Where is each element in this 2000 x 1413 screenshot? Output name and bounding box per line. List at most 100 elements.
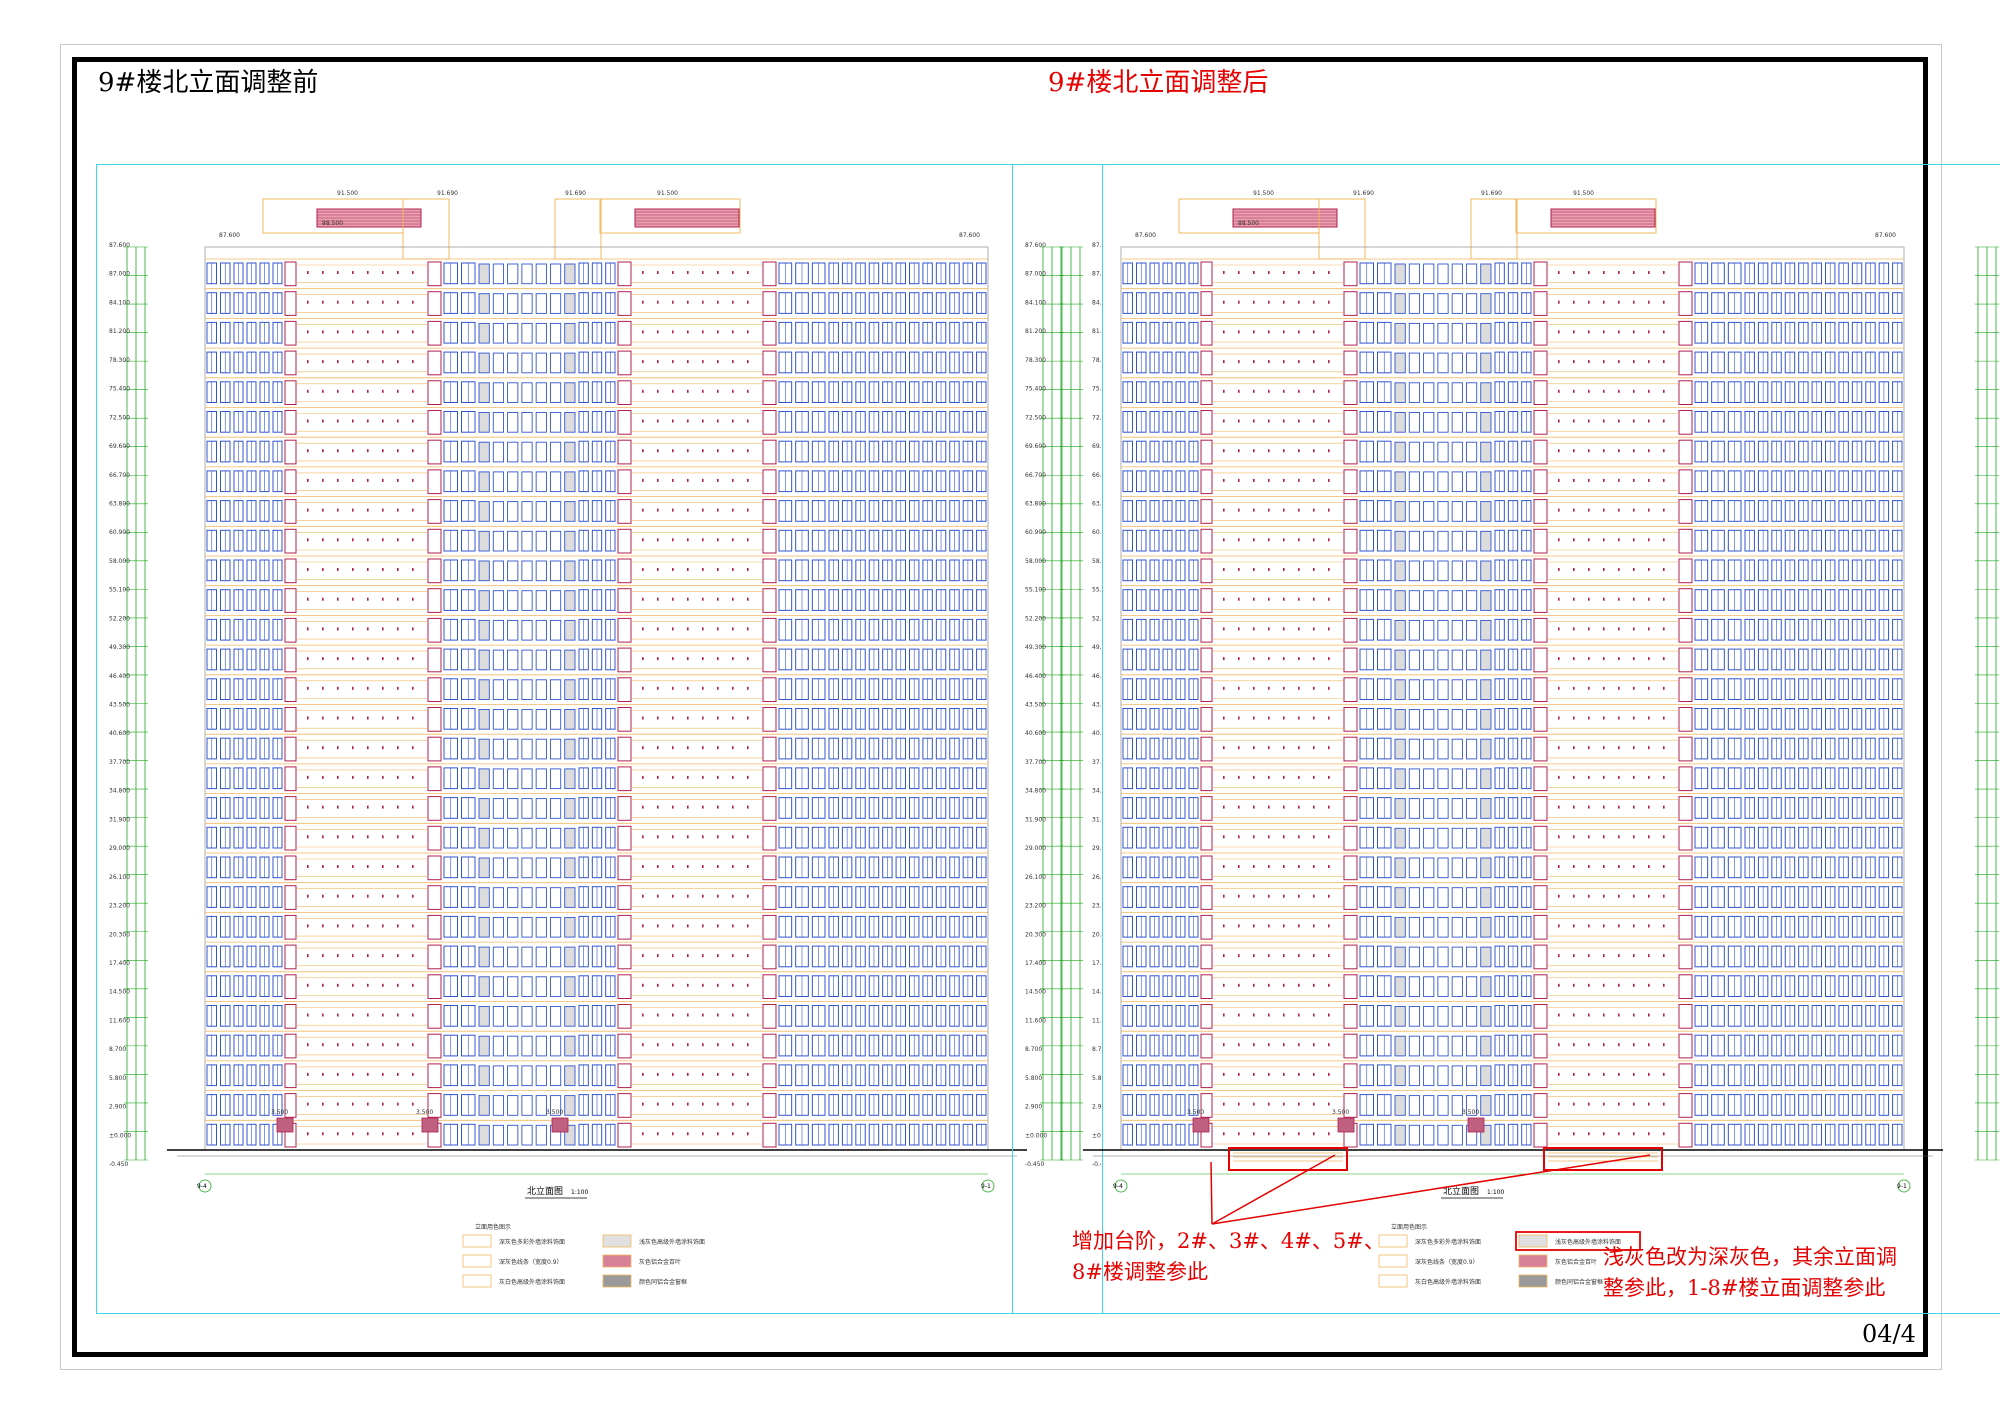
window bbox=[1480, 619, 1492, 641]
balcony-post bbox=[657, 478, 659, 482]
entrance-canopy bbox=[421, 1117, 439, 1133]
window bbox=[564, 738, 576, 760]
level-label: 17.400 bbox=[1092, 960, 1101, 967]
balcony-post bbox=[1313, 983, 1315, 987]
balcony-post bbox=[642, 835, 644, 839]
balcony-post bbox=[1588, 389, 1590, 393]
window bbox=[1408, 976, 1421, 997]
balcony-post bbox=[732, 686, 734, 690]
window bbox=[1408, 530, 1421, 552]
balcony-post bbox=[1648, 1013, 1650, 1017]
balcony-post bbox=[687, 271, 689, 274]
balcony-post bbox=[732, 597, 734, 601]
balcony-post bbox=[1663, 983, 1665, 987]
window bbox=[1423, 530, 1435, 552]
column-panel bbox=[1200, 380, 1213, 406]
window bbox=[949, 648, 960, 671]
window bbox=[521, 293, 533, 314]
roof-parapet bbox=[1515, 198, 1657, 234]
window bbox=[778, 648, 793, 671]
balcony-post bbox=[1283, 389, 1285, 393]
balcony-post bbox=[367, 538, 369, 542]
balcony-post bbox=[1298, 805, 1300, 809]
window bbox=[521, 560, 533, 582]
balcony-post bbox=[642, 1043, 644, 1047]
balcony-post bbox=[1313, 449, 1315, 453]
column-panel bbox=[1678, 677, 1693, 702]
balcony-post bbox=[1238, 360, 1240, 364]
balcony-post bbox=[367, 805, 369, 809]
balcony-post bbox=[1283, 954, 1285, 958]
column-panel bbox=[617, 974, 632, 999]
balcony-post bbox=[642, 924, 644, 928]
column-panel bbox=[284, 855, 297, 881]
balcony-post bbox=[672, 894, 674, 898]
window bbox=[1377, 648, 1392, 671]
balcony-post bbox=[702, 330, 704, 334]
balcony-post bbox=[1268, 954, 1270, 958]
balcony-post bbox=[1238, 657, 1240, 661]
window bbox=[521, 916, 533, 938]
level-label: 46.400 bbox=[109, 673, 130, 680]
entrance-level-label: 3.500 bbox=[416, 1109, 433, 1116]
window bbox=[549, 441, 562, 463]
balcony-post bbox=[397, 716, 399, 720]
window bbox=[1507, 648, 1519, 671]
legend-label: 灰色铝合金百叶 bbox=[639, 1258, 681, 1266]
window bbox=[478, 1124, 490, 1146]
balcony-post bbox=[747, 686, 749, 690]
window bbox=[521, 263, 533, 285]
window bbox=[1851, 648, 1863, 671]
window bbox=[1408, 441, 1421, 463]
balcony-post bbox=[1573, 983, 1575, 987]
balcony-post bbox=[382, 508, 384, 512]
level-label: 69.600 bbox=[109, 443, 130, 450]
balcony-post bbox=[702, 538, 704, 542]
column-panel bbox=[1343, 469, 1358, 495]
column-panel bbox=[617, 885, 632, 910]
window bbox=[1437, 916, 1449, 938]
window bbox=[1423, 352, 1435, 374]
balcony-post bbox=[1268, 478, 1270, 482]
balcony-post bbox=[717, 835, 719, 839]
balcony-post bbox=[1558, 746, 1560, 750]
balcony-post bbox=[397, 894, 399, 898]
window bbox=[521, 976, 533, 997]
balcony-post bbox=[657, 627, 659, 631]
balcony-post bbox=[1223, 478, 1225, 482]
column-panel bbox=[617, 380, 632, 406]
balcony-post bbox=[1283, 568, 1285, 571]
column-panel bbox=[284, 439, 297, 465]
column-panel bbox=[1533, 736, 1548, 762]
window bbox=[1423, 501, 1435, 522]
balcony-post bbox=[1573, 746, 1575, 750]
balcony-post bbox=[337, 924, 339, 928]
column-panel bbox=[1533, 588, 1548, 613]
legend-swatch bbox=[462, 1254, 492, 1268]
window bbox=[1451, 619, 1463, 641]
balcony-post bbox=[1283, 716, 1285, 720]
balcony-post bbox=[1298, 597, 1300, 601]
column-panel bbox=[762, 885, 777, 910]
balcony-post bbox=[1633, 865, 1635, 868]
window bbox=[535, 827, 547, 849]
level-label: 17.400 bbox=[109, 960, 130, 967]
balcony-post bbox=[702, 597, 704, 601]
balcony-post bbox=[1663, 686, 1665, 690]
balcony-post bbox=[1588, 360, 1590, 364]
window bbox=[1394, 263, 1406, 285]
balcony-post bbox=[672, 954, 674, 958]
balcony-post bbox=[307, 449, 309, 453]
column-panel bbox=[762, 320, 777, 346]
balcony-post bbox=[337, 300, 339, 304]
balcony-post bbox=[412, 1102, 414, 1106]
window bbox=[1437, 352, 1449, 374]
balcony-post bbox=[367, 1072, 369, 1076]
balcony-post bbox=[412, 538, 414, 542]
balcony-post bbox=[352, 686, 354, 690]
window bbox=[507, 352, 519, 374]
balcony-post bbox=[1298, 746, 1300, 750]
column-panel bbox=[762, 1063, 777, 1089]
balcony-post bbox=[1588, 924, 1590, 928]
window bbox=[1711, 648, 1725, 671]
